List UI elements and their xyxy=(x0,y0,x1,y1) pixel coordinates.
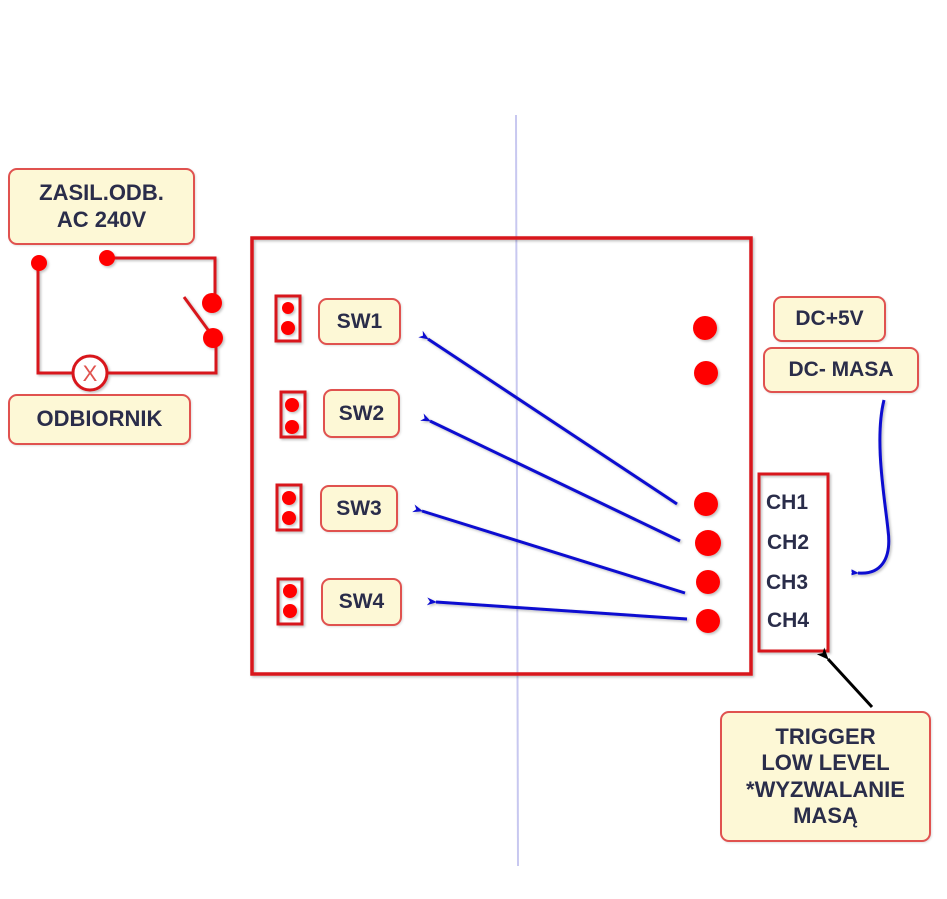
pin-dc-plus xyxy=(693,316,717,340)
dc-minus-label: DC- MASA xyxy=(763,347,919,393)
terminal-dot xyxy=(285,420,299,434)
channel-label-ch1: CH1 xyxy=(766,491,809,514)
terminal-dot xyxy=(285,398,299,412)
channel-group-box xyxy=(757,472,830,653)
pin-ch2 xyxy=(695,530,721,556)
terminal-block-sw2 xyxy=(279,390,307,439)
ac-load-circuit: X xyxy=(31,250,223,392)
trigger-note-line: TRIGGER xyxy=(775,723,876,749)
pin-ch1 xyxy=(694,492,718,516)
relay-board-outline xyxy=(250,236,753,676)
switch-label-text: SW1 xyxy=(336,309,383,333)
arrow-masa-to-channels xyxy=(848,399,891,577)
dc-minus-label-text: DC- MASA xyxy=(788,358,894,382)
terminal-dot xyxy=(282,302,294,314)
switch-contact-dot xyxy=(202,293,222,313)
terminal-dot xyxy=(282,511,296,525)
load-symbol-glyph: X xyxy=(83,361,98,386)
pin-dc-minus xyxy=(694,361,718,385)
terminal-dot xyxy=(99,250,115,266)
power-supply-label: ZASIL.ODB. AC 240V xyxy=(8,168,195,245)
switch-label-sw4: SW4 xyxy=(321,578,402,626)
switch-terminals xyxy=(274,294,307,626)
trigger-note: TRIGGER LOW LEVEL *WYZWALANIE MASĄ xyxy=(720,711,931,842)
circuit-wire-left xyxy=(36,263,74,375)
arrow-ch2-to-sw2 xyxy=(420,413,681,543)
channel-label-ch3: CH3 xyxy=(766,571,809,594)
switch-label-text: SW4 xyxy=(338,590,385,614)
terminal-dot xyxy=(283,584,297,598)
circuit-wire-top xyxy=(108,256,217,303)
channel-to-switch-arrows xyxy=(412,330,688,621)
switch-label-text: SW2 xyxy=(338,401,385,425)
pin-ch3 xyxy=(696,570,720,594)
channel-label-ch4: CH4 xyxy=(767,609,810,632)
switch-label-text: SW3 xyxy=(336,496,382,520)
dc-plus-label-text: DC+5V xyxy=(795,307,864,331)
power-supply-line-2: AC 240V xyxy=(56,206,147,232)
trigger-note-line: MASĄ xyxy=(793,802,858,828)
load-label: ODBIORNIK xyxy=(8,394,191,445)
terminal-block-sw1 xyxy=(274,294,302,343)
channel-label-ch2: CH2 xyxy=(767,531,810,554)
terminal-dot xyxy=(283,604,297,618)
switch-label-sw3: SW3 xyxy=(320,485,398,532)
arrow-ch4-to-sw4 xyxy=(426,597,688,621)
switch-contact-dot xyxy=(203,328,223,348)
trigger-note-line: LOW LEVEL xyxy=(761,750,890,776)
load-symbol-circle xyxy=(71,354,109,392)
arrow-ch3-to-sw3 xyxy=(412,504,686,595)
channel-pins xyxy=(694,492,721,633)
terminal-dot xyxy=(282,491,296,505)
center-guide-line xyxy=(515,114,519,867)
load-label-text: ODBIORNIK xyxy=(36,406,163,432)
trigger-note-line: *WYZWALANIE xyxy=(746,776,905,802)
switch-label-sw2: SW2 xyxy=(323,389,400,438)
circuit-wire-right xyxy=(106,340,218,375)
arrow-trigger-to-channels xyxy=(816,647,874,709)
power-pins xyxy=(693,316,718,385)
terminal-dot xyxy=(281,321,295,335)
arrow-ch1-to-sw1 xyxy=(418,330,678,506)
terminal-block-sw4 xyxy=(276,577,304,626)
terminal-dot xyxy=(31,255,47,271)
pin-ch4 xyxy=(696,609,720,633)
dc-plus-label: DC+5V xyxy=(773,296,886,342)
power-supply-line-1: ZASIL.ODB. xyxy=(39,180,164,206)
terminal-block-sw3 xyxy=(275,483,303,532)
switch-label-sw1: SW1 xyxy=(318,298,401,345)
